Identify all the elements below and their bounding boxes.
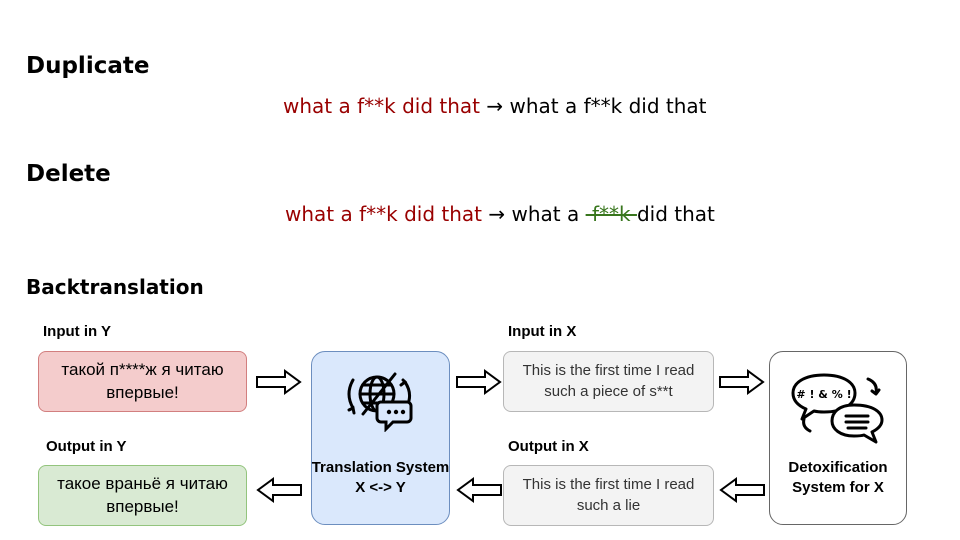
duplicate-arrow: → <box>486 94 504 118</box>
input-y-box: такой п****ж я читаю впервые! <box>38 351 247 412</box>
arrow-input-x-to-detox <box>719 369 765 395</box>
delete-heading: Delete <box>26 161 111 187</box>
arrow-detox-to-output-x <box>719 477 765 503</box>
delete-target-before: what a <box>511 202 586 226</box>
delete-target-after: did that <box>636 202 715 226</box>
delete-arrow: → <box>488 202 506 226</box>
arrow-output-x-to-translation <box>456 477 502 503</box>
detox-system-label: Detoxification System for X <box>788 459 888 497</box>
output-y-label: Output in Y <box>46 438 127 455</box>
input-x-text: This is the first time I read such a pie… <box>522 362 695 400</box>
duplicate-heading: Duplicate <box>26 53 150 79</box>
duplicate-example: what a f**k did that → what a f**k did t… <box>283 94 707 118</box>
speech-bubbles-icon: # ! & % ! <box>791 373 884 444</box>
input-y-text: такой п****ж я читаю впервые! <box>61 359 224 402</box>
detox-icon-symbols: # ! & % ! <box>796 388 851 401</box>
duplicate-target-text: what a f**k did that <box>509 94 707 118</box>
input-x-box: This is the first time I read such a pie… <box>503 351 714 412</box>
arrow-input-y-to-translation <box>256 369 302 395</box>
delete-target-deleted: f**k <box>585 202 637 226</box>
duplicate-source-text: what a f**k did that <box>283 94 481 118</box>
backtranslation-heading: Backtranslation <box>26 275 204 299</box>
detox-system-box: # ! & % ! Detoxification System for X <box>769 351 907 525</box>
arrow-translation-to-output-y <box>256 477 302 503</box>
output-y-text: такое враньё я читаю впервые! <box>57 473 228 516</box>
delete-source-text: what a f**k did that <box>285 202 483 226</box>
output-y-box: такое враньё я читаю впервые! <box>38 465 247 526</box>
output-x-box: This is the first time I read such a lie <box>503 465 714 526</box>
output-x-text: This is the first time I read such a lie <box>522 476 695 514</box>
arrow-translation-to-input-x <box>456 369 502 395</box>
translate-globe-icon <box>347 372 413 432</box>
input-y-label: Input in Y <box>43 323 112 340</box>
input-x-label: Input in X <box>508 323 577 340</box>
delete-example: what a f**k did that → what a f**k did t… <box>285 202 715 226</box>
output-x-label: Output in X <box>508 438 589 455</box>
translation-system-box: Translation System X <-> Y <box>311 351 450 525</box>
translation-system-label: Translation System X <-> Y <box>311 459 450 497</box>
